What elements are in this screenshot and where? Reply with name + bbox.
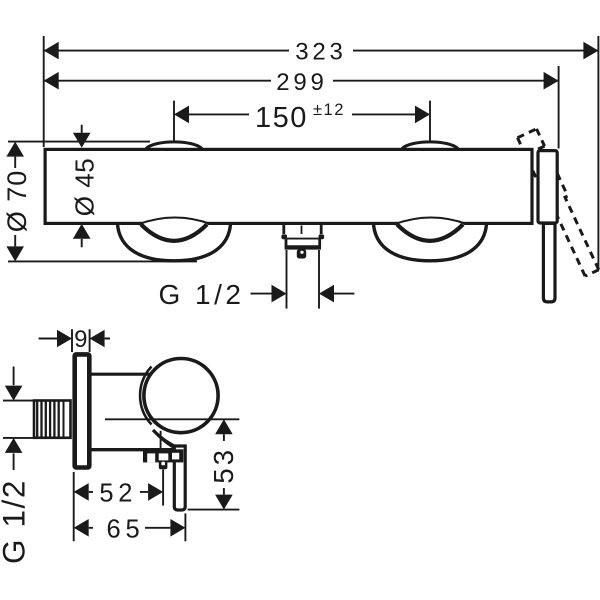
svg-text:Ø 45: Ø 45 bbox=[70, 158, 100, 216]
svg-text:G 1/2: G 1/2 bbox=[0, 479, 32, 564]
svg-text:53: 53 bbox=[208, 447, 239, 484]
svg-text:150: 150 bbox=[255, 102, 308, 134]
svg-text:52: 52 bbox=[99, 480, 137, 508]
svg-text:Ø 70: Ø 70 bbox=[2, 170, 32, 233]
svg-text:323: 323 bbox=[295, 39, 346, 66]
svg-text:299: 299 bbox=[276, 69, 327, 96]
svg-text:G 1/2: G 1/2 bbox=[159, 279, 245, 310]
svg-text:9: 9 bbox=[74, 326, 87, 353]
svg-text:65: 65 bbox=[107, 516, 145, 544]
svg-text:±12: ±12 bbox=[313, 101, 345, 119]
